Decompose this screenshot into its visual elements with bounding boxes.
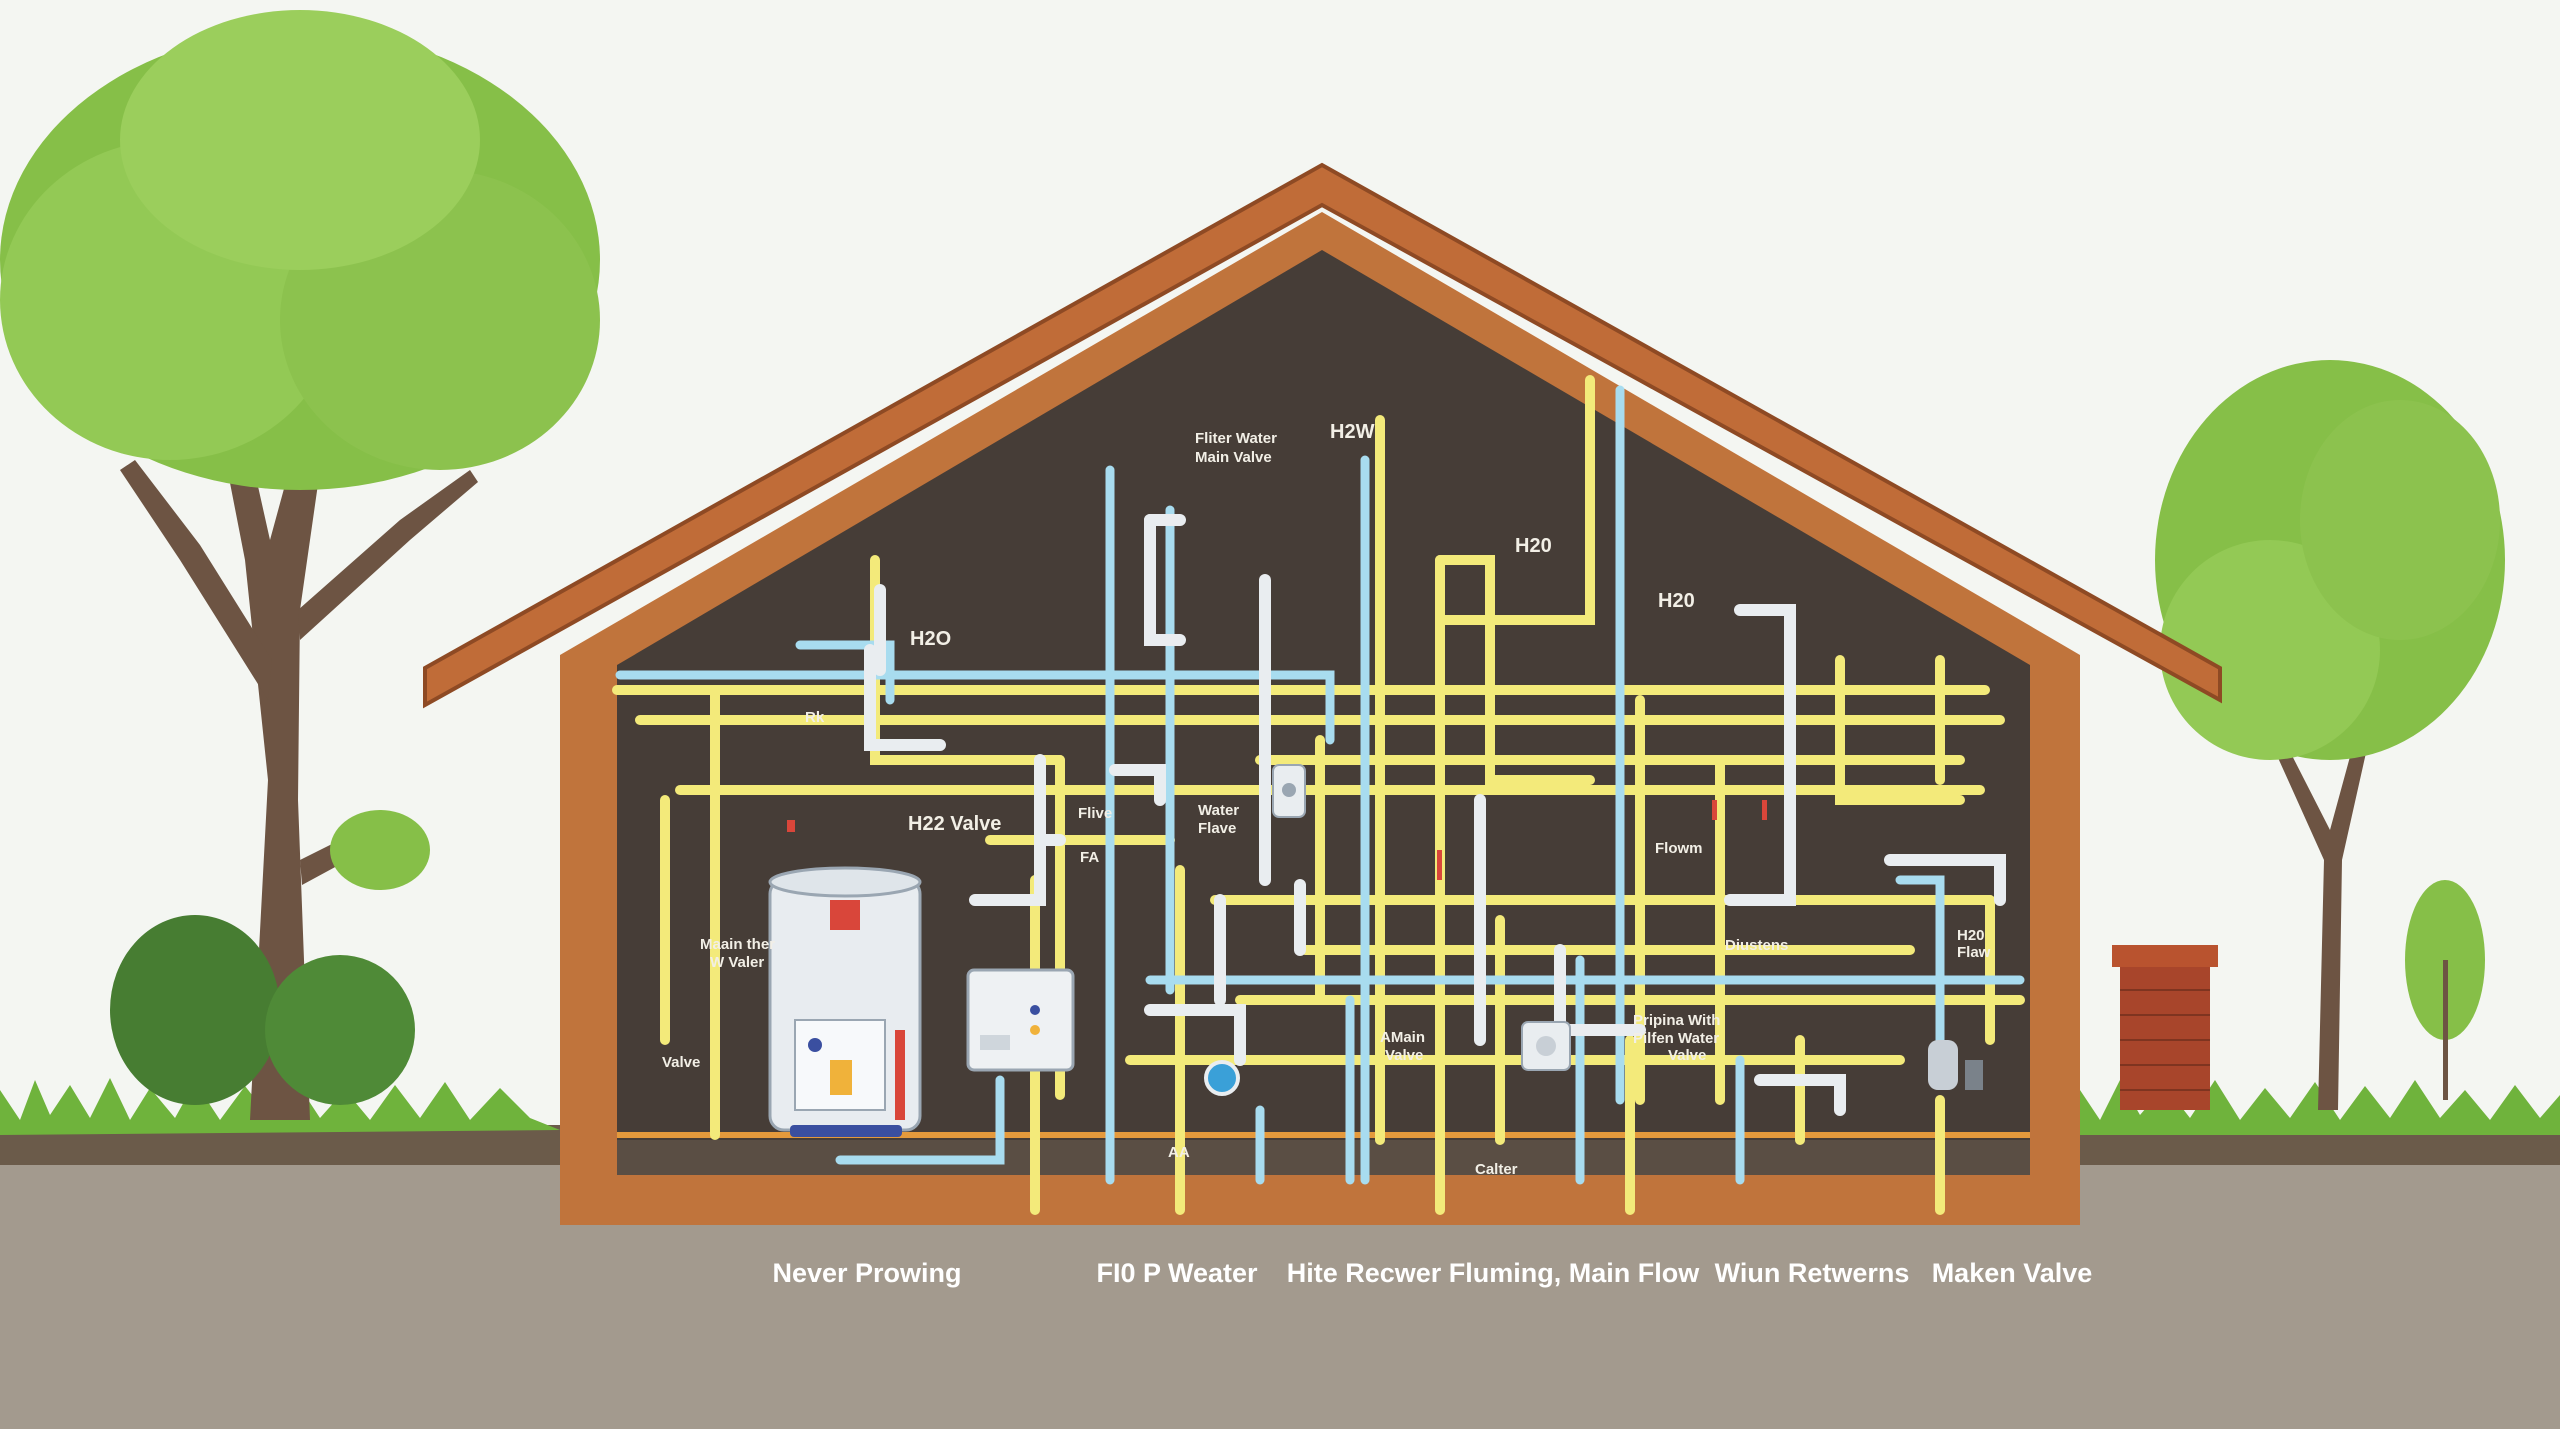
label-h22-valve: H22 Valve [908, 813, 1001, 835]
label-pripina-line1: Pripina With [1633, 1012, 1720, 1029]
label-diustens: Diustens [1725, 937, 1788, 954]
pump-assembly [1204, 1021, 1983, 1096]
bottom-label-2: FI0 P Weater [1096, 1258, 1258, 1288]
label-h2o-center: H20 [1515, 535, 1552, 557]
label-h20-flaw-line1: H20 [1957, 927, 1985, 944]
label-main-valer-line1: Maain ther [700, 936, 775, 953]
label-pripina-line2: Pilfen Water [1633, 1030, 1719, 1047]
yellow-pipes [612, 375, 2025, 1215]
label-flowm: Flowm [1655, 840, 1703, 857]
label-water-flave-line2: Flave [1198, 820, 1236, 837]
label-valve-left: Valve [662, 1054, 700, 1071]
label-pripina-line3: Valve [1668, 1047, 1706, 1064]
control-box [966, 968, 1075, 1072]
inner-labels: Fliter Water Main Valve H2W H2O H20 H20 … [662, 421, 1991, 1178]
bottom-labels: Never Prowing FI0 P Weater Hite Recwer F… [772, 1258, 2092, 1288]
water-heater-tank [768, 866, 922, 1137]
left-tree [0, 10, 600, 1120]
bottom-label-1: Never Prowing [772, 1258, 961, 1288]
label-fa: FA [1080, 849, 1099, 866]
label-amain-valve-line1: AMain [1380, 1029, 1425, 1046]
right-tree [2155, 360, 2505, 1110]
valve-accents [787, 800, 1767, 880]
thermostat [1272, 764, 1306, 818]
label-rk: Rk [805, 709, 825, 726]
label-aa: AA [1168, 1144, 1190, 1161]
label-h2w: H2W [1330, 421, 1375, 443]
roof [423, 162, 2222, 709]
label-filter-water-line2: Main Valve [1195, 449, 1272, 466]
label-h20-flaw-line2: Flaw [1957, 944, 1991, 961]
bottom-label-4: Wiun Retwerns [1715, 1258, 1910, 1288]
label-filter-water-line1: Fliter Water [1195, 430, 1277, 447]
blue-pipes [615, 385, 2025, 1185]
label-h2o-left: H2O [910, 628, 951, 650]
bottom-label-5: Maken Valve [1932, 1258, 2093, 1288]
bottom-label-3: Hite Recwer Fluming, Main Flow [1287, 1258, 1701, 1288]
label-main-valer-line2: W Valer [710, 954, 764, 971]
label-h2o-right: H20 [1658, 590, 1695, 612]
label-calter: Calter [1475, 1161, 1518, 1178]
label-flive: Flive [1078, 805, 1112, 822]
label-water-flave-line1: Water [1198, 802, 1239, 819]
brick-chimney [2112, 945, 2218, 1110]
label-amain-valve-line2: Valve [1385, 1047, 1423, 1064]
